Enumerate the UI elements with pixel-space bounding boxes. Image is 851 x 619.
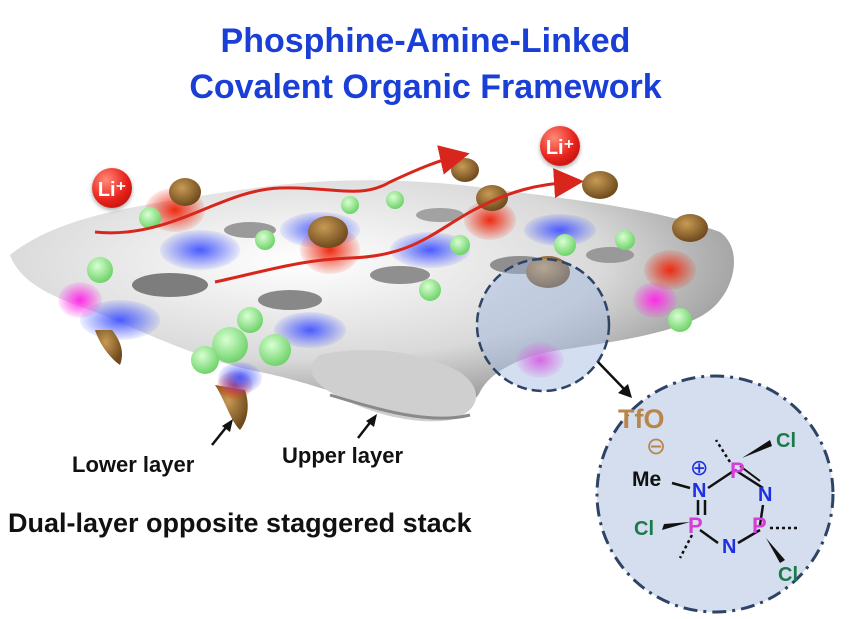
anion-charge: ⊖ xyxy=(646,433,667,460)
atom-p-left: P xyxy=(688,513,703,538)
zoom-pointer-arrow xyxy=(597,361,628,393)
atom-n-right: N xyxy=(758,484,773,506)
atom-cl-top: Cl xyxy=(776,430,796,452)
lithium-ion-right: Li⁺ xyxy=(540,126,580,166)
structure-inset-circle xyxy=(595,374,835,614)
atom-p-top: P xyxy=(730,458,745,483)
stack-caption: Dual-layer opposite staggered stack xyxy=(8,508,472,538)
lower-layer-label: Lower layer xyxy=(72,452,195,477)
atom-n-cationic: N xyxy=(692,480,707,502)
lithium-ion-right-label: Li⁺ xyxy=(545,137,575,159)
zoom-source-circle xyxy=(475,257,611,393)
lithium-ion-left-label: Li⁺ xyxy=(97,179,127,201)
atom-p-right: P xyxy=(752,513,767,538)
atom-n-bottom: N xyxy=(722,536,737,558)
upper-layer-label: Upper layer xyxy=(282,443,404,468)
lithium-ion-left: Li⁺ xyxy=(92,168,132,208)
ion-path-lower xyxy=(214,168,584,284)
ion-path-upper xyxy=(94,145,470,235)
tfo-anion-label: TfO xyxy=(618,404,665,434)
atom-cl-left: Cl xyxy=(634,518,654,540)
atom-cl-bottom: Cl xyxy=(778,564,798,586)
methyl-label: Me xyxy=(632,468,662,491)
title-line-1: Phosphine-Amine-Linked xyxy=(220,22,631,60)
cation-charge: ⊕ xyxy=(690,455,709,480)
structure-inset xyxy=(595,374,835,614)
title-line-2: Covalent Organic Framework xyxy=(189,68,662,106)
